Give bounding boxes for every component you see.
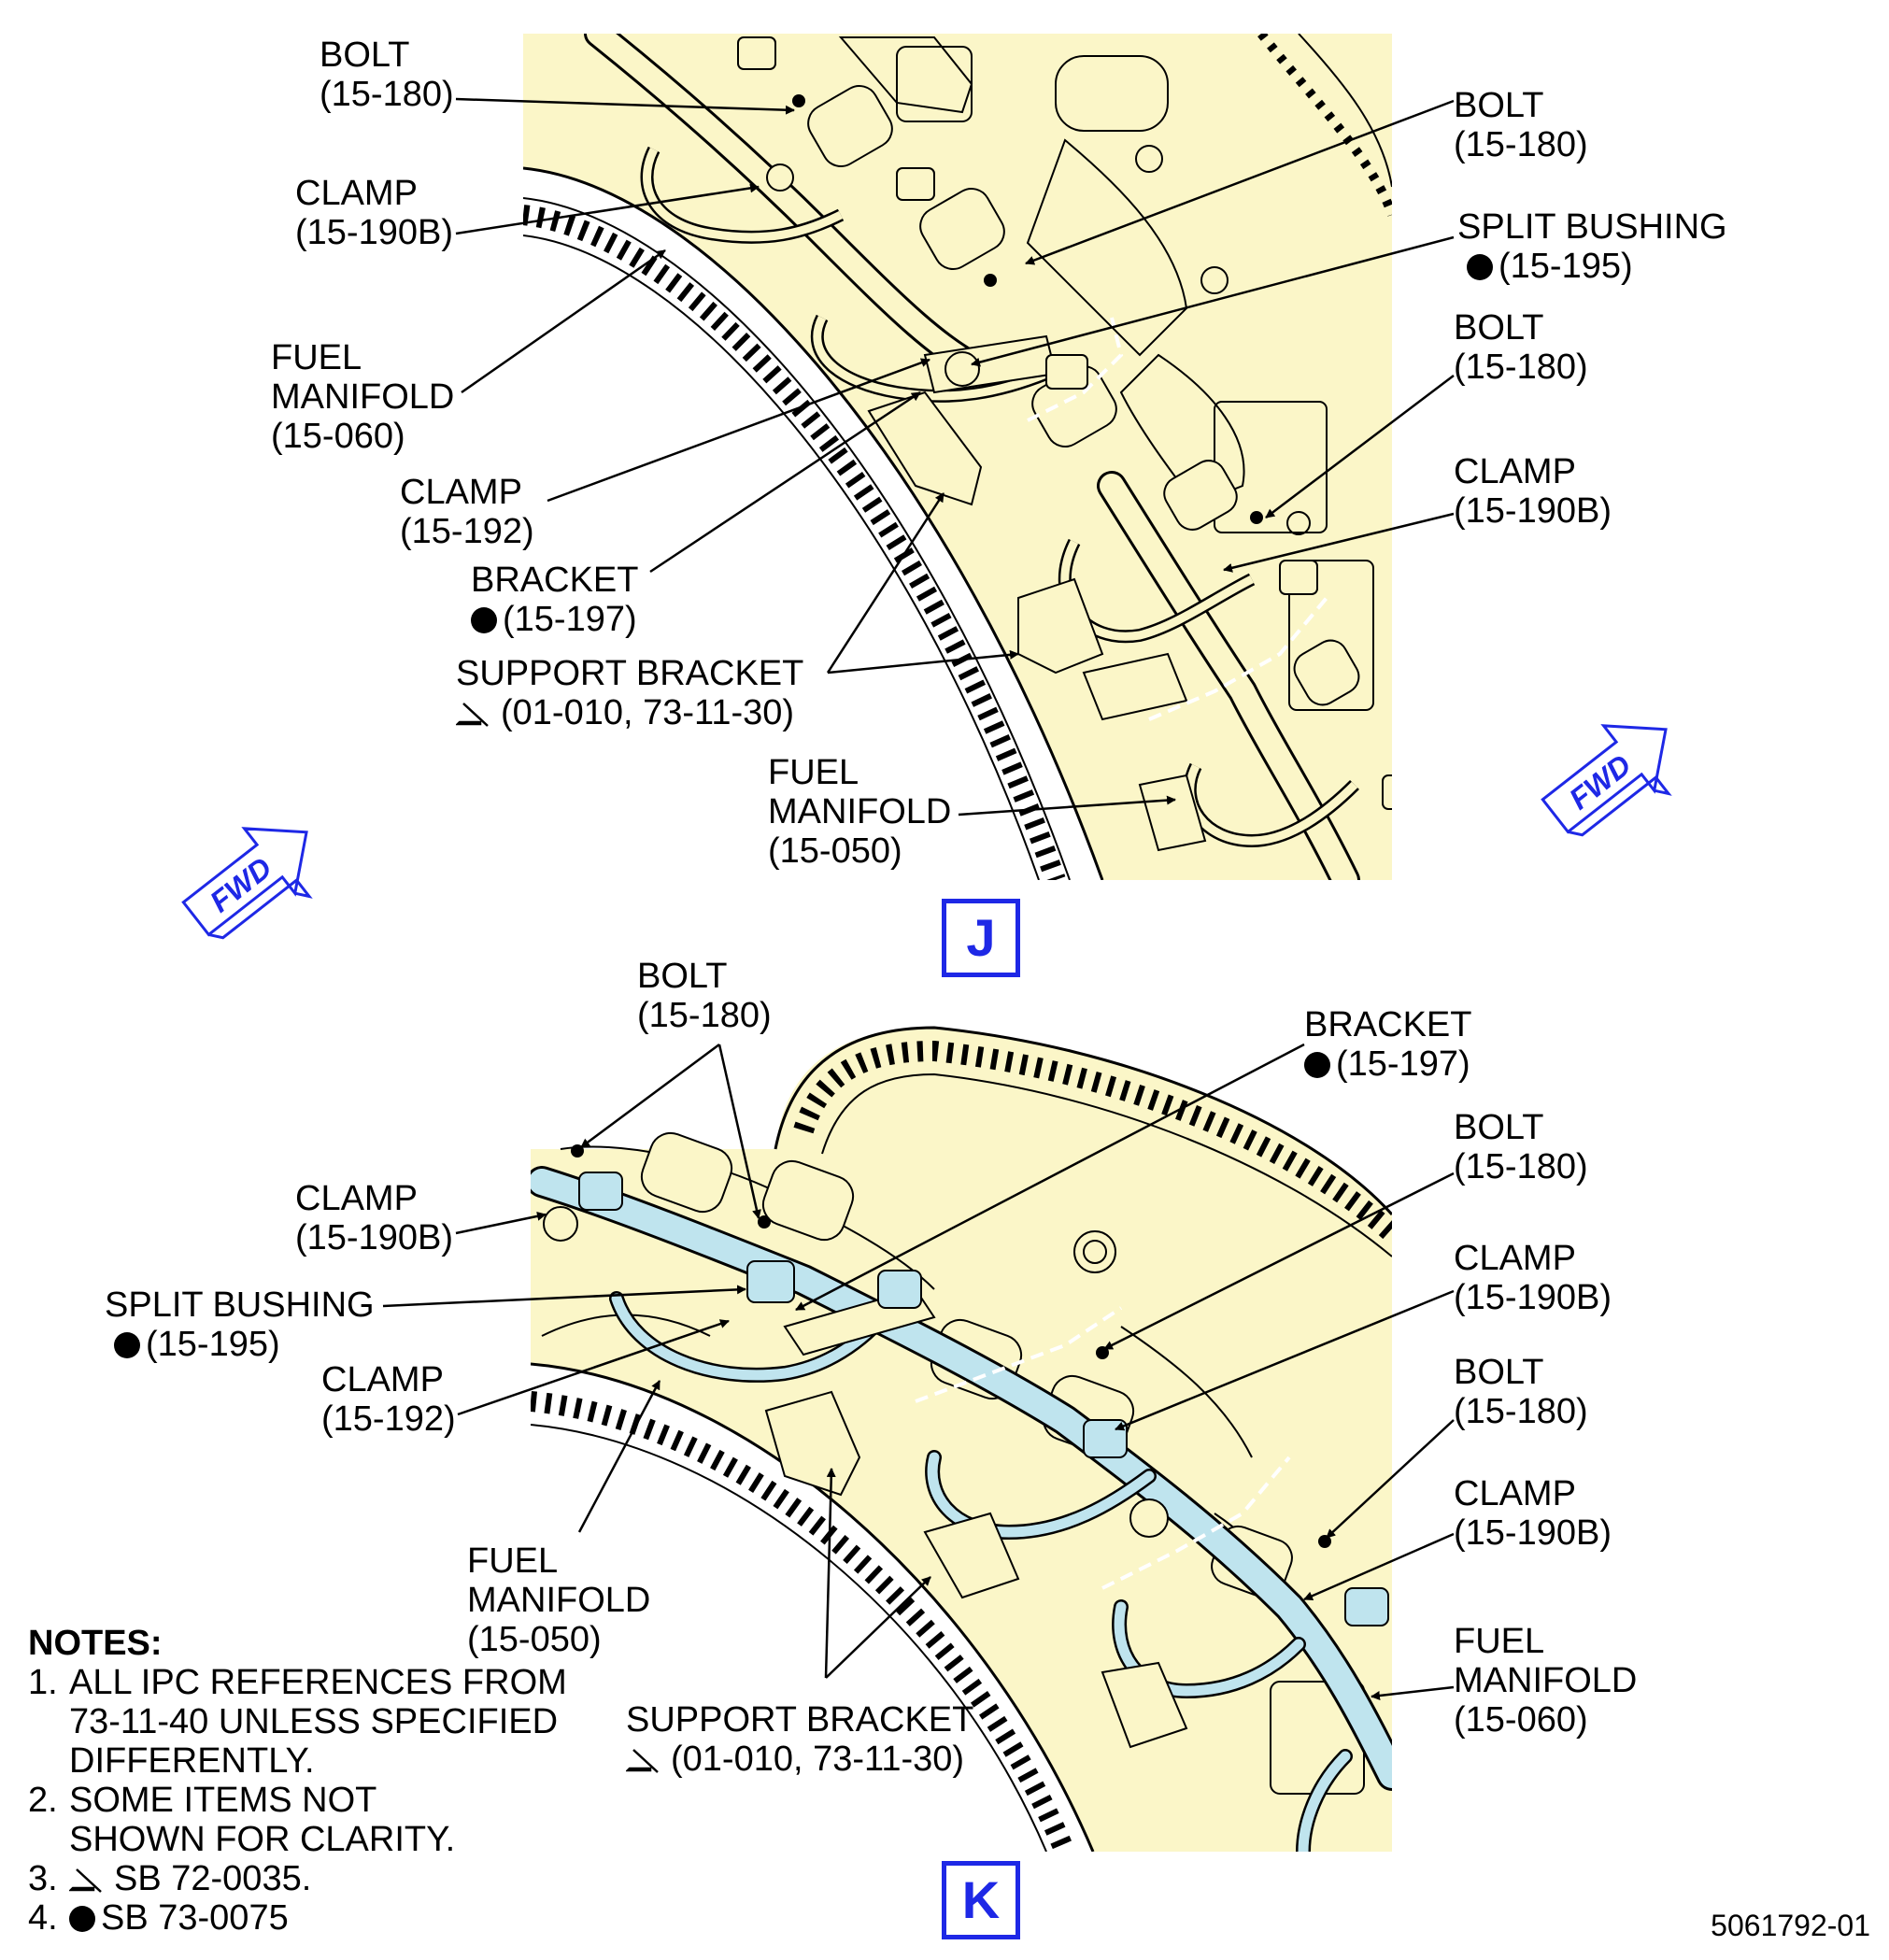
callout-clamp-k-right1: CLAMP(15-190B) — [1454, 1239, 1612, 1317]
support-bracket-k2 — [923, 1512, 1020, 1599]
callout-support-bracket-j: SUPPORT BRACKET (01-010, 73-11-30) — [456, 654, 804, 732]
callout-clamp-k-left: CLAMP(15-190B) — [295, 1179, 453, 1257]
ring-teeth-upper — [793, 1040, 1392, 1242]
callout-bolt-j-right: BOLT(15-180) — [1454, 308, 1588, 387]
callout-bracket-j: BRACKET (15-197) — [471, 561, 639, 639]
note-item: 2. SOME ITEMS NOT SHOWN FOR CLARITY. — [28, 1781, 456, 1859]
figure-number: 5061792-01 — [1711, 1909, 1870, 1942]
sb-73-0075-dot-icon — [471, 607, 497, 633]
notes-block: NOTES: 1. ALL IPC REFERENCES FROM 73-11-… — [28, 1624, 567, 1938]
sb-73-0075-dot-icon — [1304, 1052, 1330, 1078]
callout-bolt-k-top: BOLT(15-180) — [637, 957, 772, 1035]
fwd-arrow-right: FWD — [1541, 724, 1672, 837]
view-k-drawing — [531, 1020, 1392, 1852]
callout-bolt-k-right1: BOLT(15-180) — [1454, 1108, 1588, 1186]
ring-teeth-lower — [531, 1391, 1075, 1852]
sb-72-0035-mark-icon — [626, 1749, 659, 1773]
view-j-drawing — [523, 34, 1392, 880]
sb-72-0035-mark-icon — [69, 1868, 102, 1893]
sb-73-0075-dot-icon — [114, 1332, 140, 1358]
support-bracket-k1 — [764, 1390, 861, 1497]
view-label-j: J — [942, 899, 1020, 977]
support-bracket-j2 — [1017, 577, 1104, 675]
sb-73-0075-dot-icon — [1467, 254, 1493, 280]
fwd-arrow-left: FWD — [181, 827, 313, 940]
callout-clamp-192-j: CLAMP(15-192) — [400, 473, 534, 551]
leaders-view-k — [382, 1043, 1455, 1700]
sb-72-0035-mark-icon — [456, 703, 489, 727]
notes-title: NOTES: — [28, 1624, 163, 1663]
support-bracket-j3 — [1138, 774, 1207, 852]
note-item: 4. SB 73-0075 — [28, 1898, 289, 1938]
leaders-view-j — [455, 97, 1455, 817]
callout-clamp-192-k: CLAMP(15-192) — [321, 1360, 456, 1439]
callout-bolt-k-right2: BOLT(15-180) — [1454, 1353, 1588, 1431]
view-label-k: K — [942, 1861, 1020, 1939]
callout-clamp-j-topleft: CLAMP(15-190B) — [295, 174, 453, 252]
callout-support-bracket-k: SUPPORT BRACKET (01-010, 73-11-30) — [626, 1700, 974, 1779]
sb-73-0075-dot-icon — [69, 1906, 95, 1932]
callout-clamp-k-right2: CLAMP(15-190B) — [1454, 1474, 1612, 1553]
callout-split-bushing-j: SPLIT BUSHING (15-195) — [1457, 207, 1727, 286]
support-bracket-k3 — [1101, 1661, 1188, 1749]
callout-split-bushing-k: SPLIT BUSHING (15-195) — [105, 1285, 375, 1364]
callout-clamp-j-right: CLAMP(15-190B) — [1454, 452, 1612, 531]
callout-bolt-j-topleft: BOLT(15-180) — [320, 36, 454, 114]
callout-bracket-k: BRACKET (15-197) — [1304, 1005, 1472, 1084]
callout-bolt-j-topright: BOLT(15-180) — [1454, 86, 1588, 164]
note-item: 1. ALL IPC REFERENCES FROM 73-11-40 UNLE… — [28, 1663, 567, 1781]
note-item: 3. SB 72-0035. — [28, 1859, 312, 1898]
